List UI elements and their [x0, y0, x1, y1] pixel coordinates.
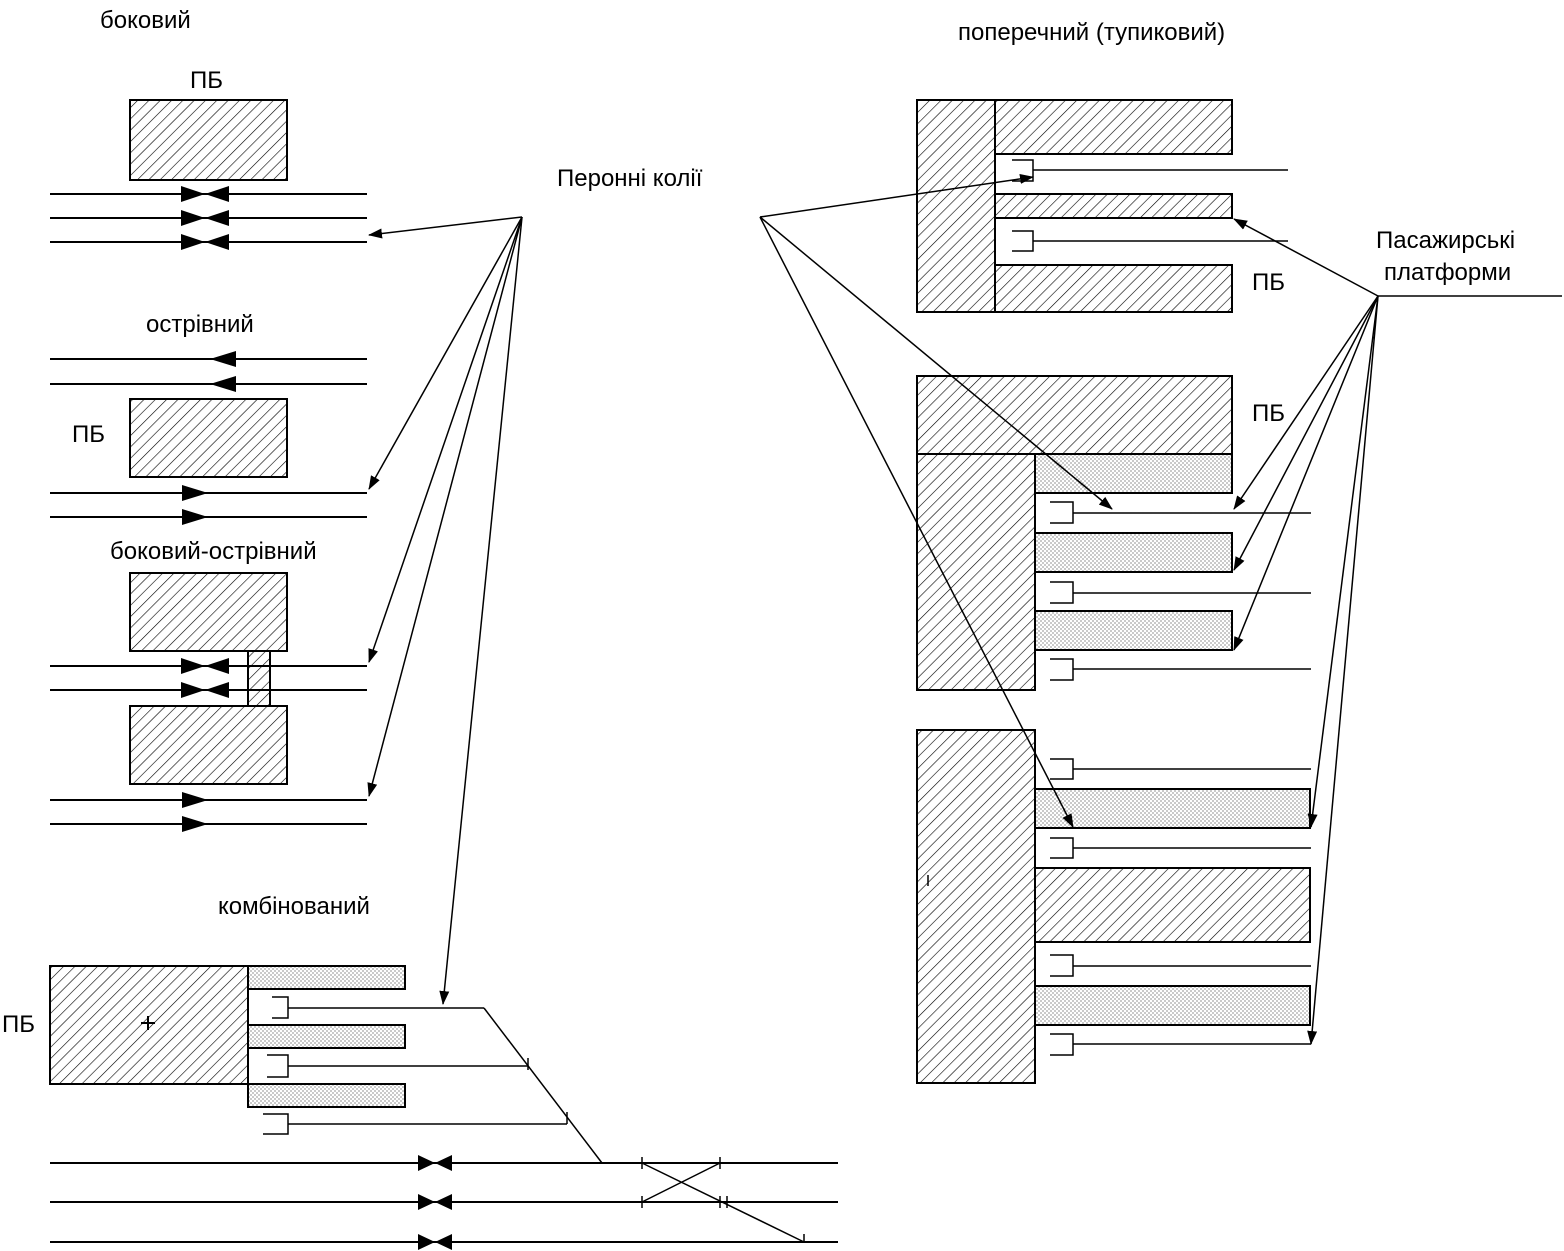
platform-combined-1	[247, 965, 406, 990]
leader-arrow	[1233, 295, 1379, 651]
platform-v3-2	[1034, 867, 1311, 943]
buffer-stop-c3	[263, 1113, 289, 1135]
scheme-side-island: боковий-острівний	[50, 538, 367, 832]
label-bokovyi-ostrivnyi: боковий-острівний	[110, 538, 317, 565]
station-building-side-3	[916, 729, 1036, 1084]
direction-arrow-right-3	[182, 792, 208, 808]
leader-arrow	[1233, 295, 1379, 571]
scheme-combined: комбінований ПБ	[2, 893, 838, 1250]
leader-arrow	[1233, 295, 1379, 510]
bidirectional-marker-c2	[418, 1194, 452, 1210]
label-pb-island: ПБ	[72, 421, 105, 448]
bidirectional-marker-5	[181, 682, 229, 698]
label-poperechnyi: поперечний (тупиковий)	[958, 19, 1225, 46]
buffer-stop-v3-1	[1050, 758, 1074, 780]
bidirectional-marker-c3	[418, 1234, 452, 1250]
leader-arrow	[759, 216, 1074, 828]
leader-arrow	[1307, 295, 1379, 828]
platform-t3	[994, 264, 1233, 313]
label-pb-combined: ПБ	[2, 1011, 35, 1038]
leader-arrow	[1233, 218, 1379, 297]
scheme-side: боковий ПБ	[50, 7, 367, 250]
leaders-peronni-right	[759, 173, 1113, 828]
station-building-transverse	[916, 99, 996, 313]
platform-t2	[994, 193, 1233, 219]
bidirectional-marker-4	[181, 658, 229, 674]
platform-v3-1	[1034, 788, 1311, 829]
buffer-stop-t2	[1012, 230, 1034, 252]
platform-combined-2	[247, 1024, 406, 1049]
scheme-transverse-2: ПБ	[916, 375, 1311, 691]
buffer-stop-v2-2	[1050, 581, 1074, 604]
station-building-top	[129, 572, 288, 652]
station-building-island	[129, 398, 288, 478]
label-pb-side: ПБ	[190, 67, 223, 94]
platform-v2-1	[1034, 453, 1233, 494]
leader-arrow	[368, 216, 523, 663]
label-kombinovanyi: комбінований	[218, 893, 370, 920]
leader-arrow	[368, 216, 523, 490]
buffer-stop-v3-3	[1050, 954, 1074, 977]
pedestrian-crossing	[247, 650, 271, 707]
direction-arrow-right-2	[182, 509, 208, 525]
label-pb-transverse: ПБ	[1252, 269, 1285, 296]
platform-combined-3	[247, 1083, 406, 1108]
label-peronni-kolii: Перонні колії	[557, 165, 703, 192]
leaders-peronni-left	[367, 216, 523, 1005]
bidirectional-marker-c1	[418, 1155, 452, 1171]
label-pb-transverse-2: ПБ	[1252, 400, 1285, 427]
leader-arrow	[759, 173, 1034, 218]
leaders-platforms	[1233, 218, 1379, 1045]
buffer-stop-v2-1	[1050, 501, 1074, 524]
buffer-stop-c2	[267, 1054, 289, 1078]
station-building-top-2	[916, 375, 1233, 455]
buffer-stop-v3-4	[1050, 1033, 1074, 1056]
buffer-stop-v2-3	[1050, 658, 1074, 681]
leader-arrow	[368, 216, 523, 239]
fan-track	[483, 1007, 603, 1164]
label-pasazhyrski-1: Пасажирські	[1376, 227, 1515, 254]
bidirectional-marker-3	[181, 234, 229, 250]
leader-arrow	[759, 216, 1113, 510]
leader-arrow	[439, 216, 523, 1005]
buffer-stop-v3-2	[1050, 837, 1074, 859]
scheme-island: острівний ПБ	[50, 311, 367, 525]
platform-t1	[994, 99, 1233, 155]
platform-v3-3	[1034, 985, 1311, 1026]
scheme-transverse: поперечний (тупиковий) ПБ	[916, 19, 1288, 313]
direction-arrow-right-1	[182, 485, 208, 501]
buffer-stop-c1	[272, 996, 289, 1019]
station-building-side-2	[916, 453, 1036, 691]
label-ostrivnyi: острівний	[146, 311, 254, 338]
label-bokovyi: боковий	[100, 7, 191, 34]
platform-v2-3	[1034, 610, 1233, 651]
direction-arrow-left-2	[210, 376, 236, 392]
station-building-side	[129, 99, 288, 181]
bidirectional-marker-1	[181, 186, 229, 202]
bidirectional-marker-2	[181, 210, 229, 226]
station-building-bottom	[129, 705, 288, 785]
direction-arrow-right-4	[182, 816, 208, 832]
label-pasazhyrski-2: платформи	[1384, 259, 1511, 286]
scheme-transverse-3	[916, 729, 1311, 1084]
leader-arrow	[1307, 295, 1379, 1045]
direction-arrow-left-1	[210, 351, 236, 367]
crossover-2	[641, 1162, 805, 1243]
leader-arrow	[367, 216, 523, 797]
platform-v2-2	[1034, 532, 1233, 573]
